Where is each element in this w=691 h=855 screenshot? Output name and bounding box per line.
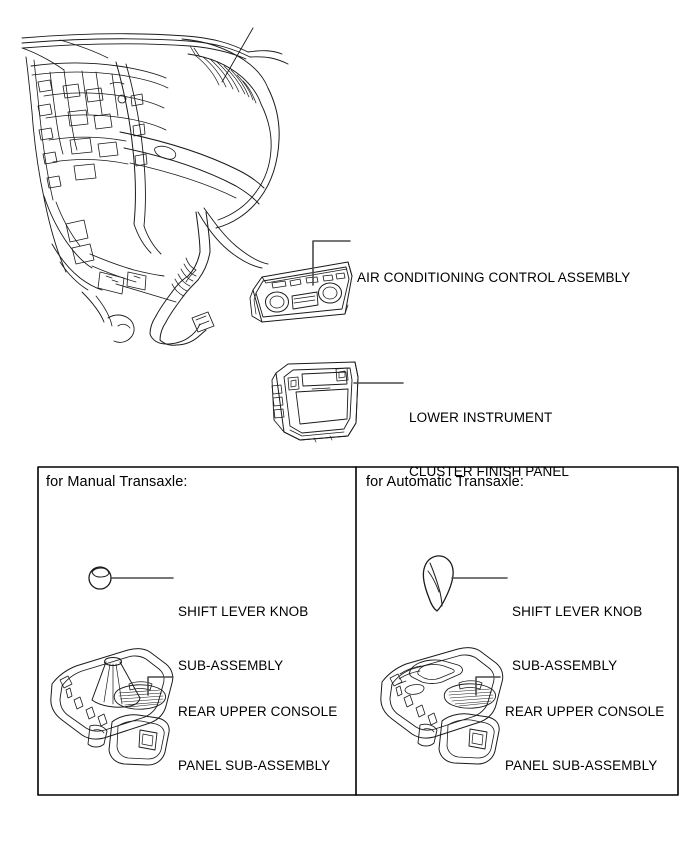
callout-line: LOWER INSTRUMENT: [409, 410, 553, 425]
callout-line: PANEL SUB-ASSEMBLY: [178, 758, 331, 773]
callout-line: SUB-ASSEMBLY: [512, 658, 618, 673]
callout-line: REAR UPPER CONSOLE: [178, 704, 338, 719]
comparison-box-frame: [37, 466, 679, 796]
callout-line: AIR CONDITIONING CONTROL ASSEMBLY: [357, 270, 631, 285]
callout-line: CLUSTER FINISH PANEL: [409, 464, 570, 479]
callout-line: PANEL SUB-ASSEMBLY: [505, 758, 658, 773]
teardrop-shift-knob-icon: [422, 555, 454, 612]
automatic-console-panel-illustration: [380, 647, 504, 765]
callout-line: SUB-ASSEMBLY: [178, 658, 284, 673]
callout-label-shift-lever-knob-sub-assembly-automatic: SHIFT LEVER KNOB SUB-ASSEMBLY: [512, 567, 642, 711]
manual-console-panel-illustration: [50, 648, 174, 766]
shift-knob-icons: [88, 555, 454, 612]
callout-line: REAR UPPER CONSOLE: [505, 704, 665, 719]
lower-cluster-finish-panel-illustration: [271, 361, 359, 443]
panel-heading-manual-transaxle: for Manual Transaxle:: [46, 474, 188, 490]
air-conditioning-control-illustration: [249, 261, 353, 323]
callout-line: SHIFT LEVER KNOB: [178, 604, 309, 619]
callout-label-rear-upper-console-panel-sub-assembly-manual: REAR UPPER CONSOLE PANEL SUB-ASSEMBLY: [178, 667, 337, 811]
callout-label-lower-instrument-cluster-finish-panel: LOWER INSTRUMENT CLUSTER FINISH PANEL: [409, 373, 569, 517]
callout-line: SHIFT LEVER KNOB: [512, 604, 643, 619]
instrument-panel-illustration: [21, 27, 289, 346]
round-shift-knob-icon: [88, 566, 112, 590]
callout-leaders: [111, 240, 508, 696]
callout-label-shift-lever-knob-sub-assembly-manual: SHIFT LEVER KNOB SUB-ASSEMBLY: [178, 567, 308, 711]
panel-heading-automatic-transaxle: for Automatic Transaxle:: [366, 474, 524, 490]
callout-label-air-conditioning-control-assembly: AIR CONDITIONING CONTROL ASSEMBLY: [357, 233, 630, 323]
callout-label-rear-upper-console-panel-sub-assembly-automatic: REAR UPPER CONSOLE PANEL SUB-ASSEMBLY: [505, 667, 664, 811]
